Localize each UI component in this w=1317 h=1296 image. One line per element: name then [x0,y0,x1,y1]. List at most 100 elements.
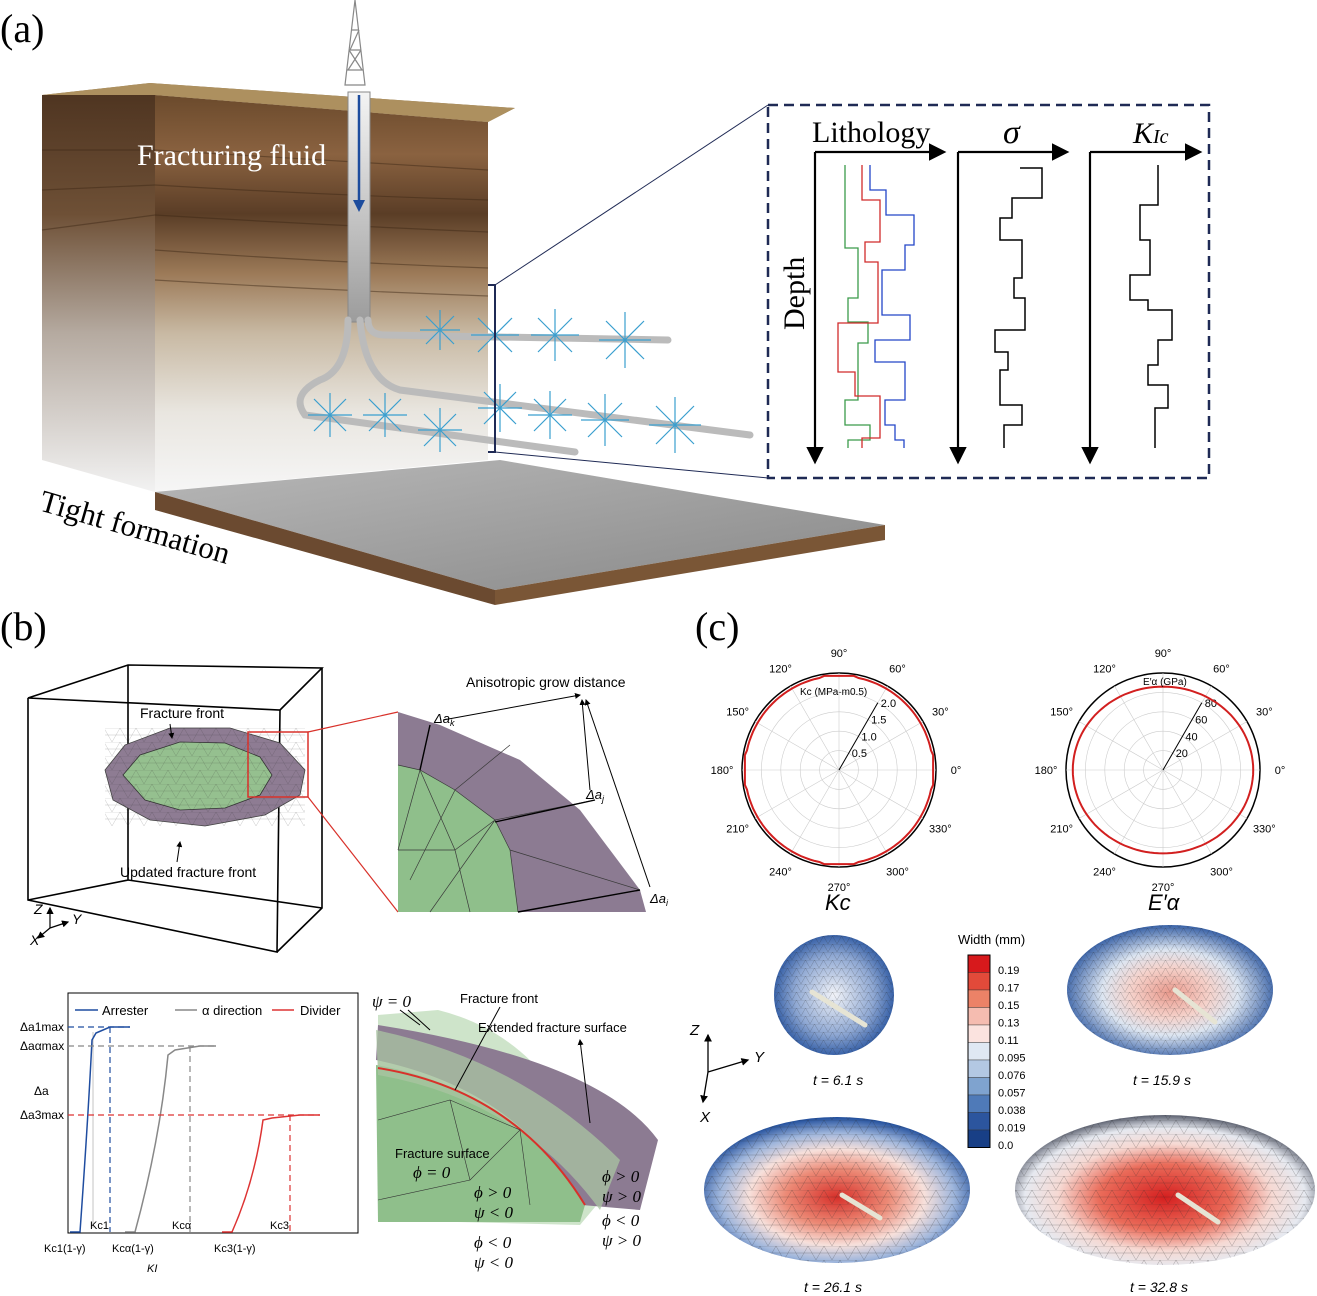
polar-grid-spoke [754,721,840,771]
polar-e-caption: E′α [1148,890,1181,915]
psi-gt-bottom: ψ > 0 [602,1231,642,1250]
profile-axes [806,143,1203,465]
polar-grid-spoke [1078,721,1164,771]
colorbar-segment [967,1059,991,1078]
polar-angle-label: 300° [1210,866,1233,878]
polar-angle-label: 60° [1213,664,1230,676]
polar-grid-spoke [838,769,924,819]
axis-triad-c [700,1033,750,1104]
legend-divider: Divider [300,1003,341,1018]
delta-ak: Δak [433,711,455,728]
axis-z-c: Z [689,1022,700,1039]
polar-angle-label: 30° [1256,707,1273,719]
polar-grid-spoke [1114,685,1164,771]
polar-curve [1071,685,1255,855]
polar-angle-label: 90° [1155,648,1172,660]
polar-grid-spoke [1114,769,1164,855]
extended-surface-label: Extended fracture surface [478,1020,627,1035]
legend-arrester: Arrester [102,1003,149,1018]
polar-angle-label: 330° [1253,824,1276,836]
psi-lt-left: ψ < 0 [474,1203,514,1222]
colorbar-tick: 0.17 [998,982,1019,994]
divider-curve [222,1114,320,1233]
polar-angle-label: 240° [769,866,792,878]
polar-radial-tick: 1.0 [861,731,876,743]
polar-angle-label: 300° [886,866,909,878]
fracture-mesh-t4 [1015,1115,1315,1265]
colorbar-segment [967,1007,991,1026]
phi-zero-label: ϕ = 0 [413,1163,451,1182]
polar-angle-label: 180° [711,765,734,777]
xtick-kc1: Kc1 [90,1220,109,1232]
xtick-kcag: Kcα(1-γ) [112,1243,154,1255]
xtick-kca: Kcα [172,1220,192,1232]
polar-radial-tick: 1.5 [871,715,886,727]
fracturing-fluid-label: Fracturing fluid [137,139,326,172]
axis-y-c: Y [754,1049,765,1066]
panel-a: (a) [0,0,1211,605]
colorbar-tick: 0.095 [998,1052,1026,1064]
psi-gt-right: ψ > 0 [602,1187,642,1206]
polar-angle-label: 0° [951,765,962,777]
legend-alpha: α direction [202,1003,262,1018]
polar-angle-label: 0° [1275,765,1286,777]
panel-c-label: (c) [695,604,739,649]
colorbar-tick: 0.15 [998,1000,1019,1012]
polar-angle-label: 240° [1093,866,1116,878]
phi-gt-right: ϕ > 0 [602,1167,640,1186]
colorbar-tick: 0.038 [998,1105,1026,1117]
phi-lt-right: ϕ < 0 [602,1211,640,1230]
polar-angle-label: 150° [726,707,749,719]
polar-radial-tick: 40 [1185,731,1197,743]
panel-c: (c) 90°60°30°0°330°300°270°240°210°180°1… [689,604,1315,1295]
depth-bracket [488,284,496,453]
front-detail: ψ = 0 Fracture front Extended fracture s… [372,991,658,1272]
polar-kc-caption: Kc [825,890,851,915]
panel-a-label: (a) [0,6,44,51]
ytick-da: Δa [34,1084,49,1098]
polar-radial-axis [1162,702,1203,771]
colorbar-segment [967,1077,991,1096]
updated-front-label: Updated fracture front [120,864,256,880]
colorbar-segment [967,1024,991,1043]
colorbar-segment [967,1112,991,1131]
polar-grid-spoke [790,769,840,855]
growth-xlabel: KI [147,1263,157,1275]
polar-radial-tick: 2.0 [881,698,896,710]
polar-angle-label: 90° [831,648,848,660]
polar-angle-label: 330° [929,824,952,836]
fracture-mesh-t1 [774,935,894,1055]
colorbar-tick: 0.13 [998,1017,1019,1029]
axis-triad-b [37,906,70,939]
arrester-curve [70,1026,130,1233]
colorbar-segment [967,1042,991,1061]
polar-radial-axis [838,702,879,771]
colorbar-tick: 0.076 [998,1070,1026,1082]
polar-curve [743,674,935,866]
polar-grid-spoke [1078,769,1164,819]
sigma-profile [994,167,1043,448]
polar-grid-spoke [838,721,924,771]
polar-e-radial-title: E′α (GPa) [1143,677,1187,688]
fracture-surface-label: Fracture surface [395,1146,490,1161]
polar-angle-label: 150° [1050,707,1073,719]
growth-legend: Arrester α direction Divider [75,1003,341,1018]
zoom-detail-inner [398,765,518,912]
drilling-rig-icon [344,0,366,86]
ytick-mid: Δaαmax [20,1039,64,1053]
polar-angle-label: 210° [726,824,749,836]
lithology-title: Lithology [812,116,930,149]
wellbore [296,91,754,456]
time-t2: t = 15.9 s [1133,1072,1191,1088]
growth-chart: Arrester α direction Divider Δa1max Δaαm… [20,992,359,1275]
colorbar-segment [967,954,991,973]
panel-b-label: (b) [0,604,47,649]
panel-b: (b) Fracture front Updated fracture fron… [0,604,669,1275]
polar-grid-spoke [754,769,840,819]
colorbar-segment [967,989,991,1008]
polar-grid-spoke [1162,769,1248,819]
xtick-kc3g: Kc3(1-γ) [214,1243,256,1255]
colorbar-segment [967,972,991,991]
zoom-box [247,731,309,798]
